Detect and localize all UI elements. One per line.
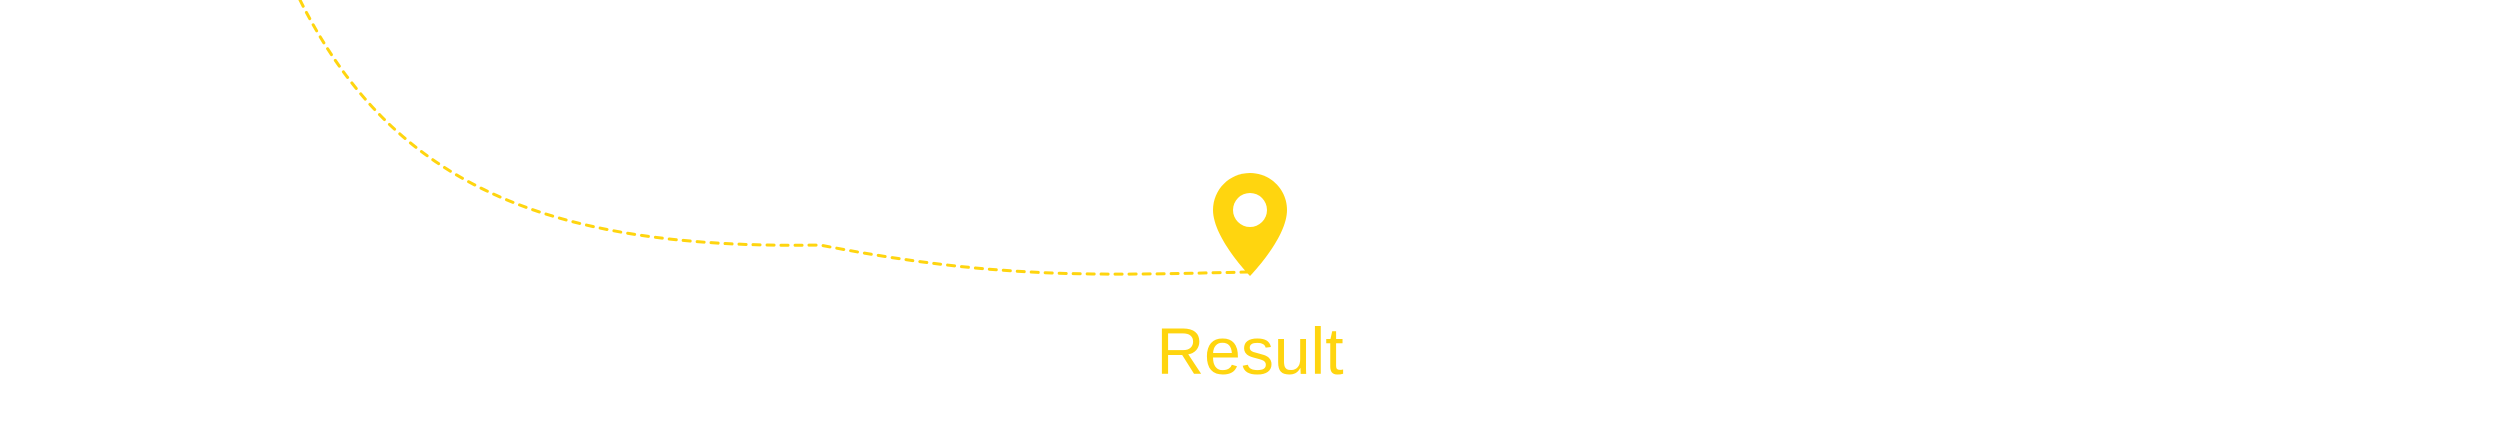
result-label: Result <box>1156 314 1344 388</box>
dashed-route-path <box>298 0 1252 276</box>
map-pin-icon <box>1213 173 1287 276</box>
